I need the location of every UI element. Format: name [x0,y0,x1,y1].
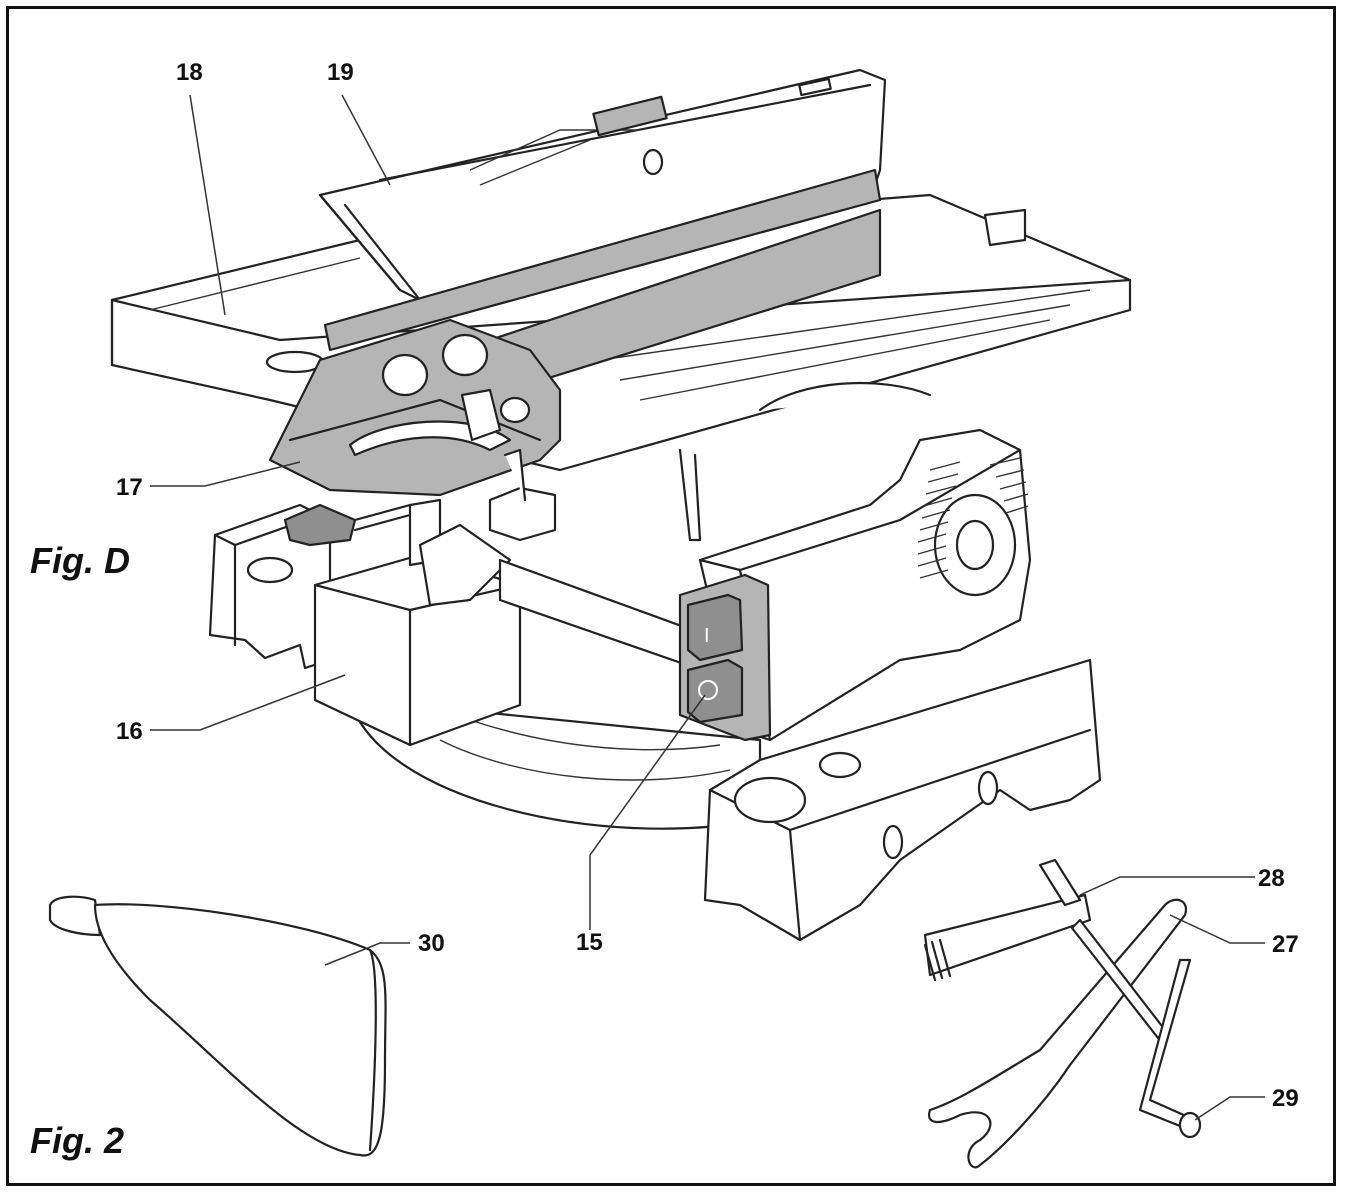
callout-30: 30 [418,930,445,957]
callout-17: 17 [116,474,143,501]
support-block [313,498,522,747]
leader-17 [150,461,301,487]
leader-lines [150,94,1265,1121]
svg-text:I: I [704,625,710,647]
switch-panel: I [678,573,772,742]
leader-28 [1079,876,1255,896]
leader-19 [341,94,391,186]
callout-19: 19 [327,59,354,86]
left-foot [208,503,332,670]
figure-label-2: Fig. 2 [30,1120,124,1161]
base-foot [703,658,1102,942]
motor-housing [698,381,1032,742]
callout-15: 15 [576,929,603,956]
leader-18 [189,94,226,316]
leader-16 [150,674,346,731]
figure-label-d: Fig. D [30,540,130,581]
clamp-screw [283,448,557,547]
callout-18: 18 [176,59,203,86]
callout-27: 27 [1272,931,1299,958]
callout-16: 16 [116,718,143,745]
leader-30 [324,942,410,966]
leader-15 [589,694,706,930]
handle [48,895,387,1157]
leader-29 [1194,1096,1265,1121]
callout-29: 29 [1272,1085,1299,1112]
callout-28: 28 [1258,865,1285,892]
tools [923,858,1202,1169]
leader-27 [1169,914,1265,944]
miter-gauge [268,318,562,497]
